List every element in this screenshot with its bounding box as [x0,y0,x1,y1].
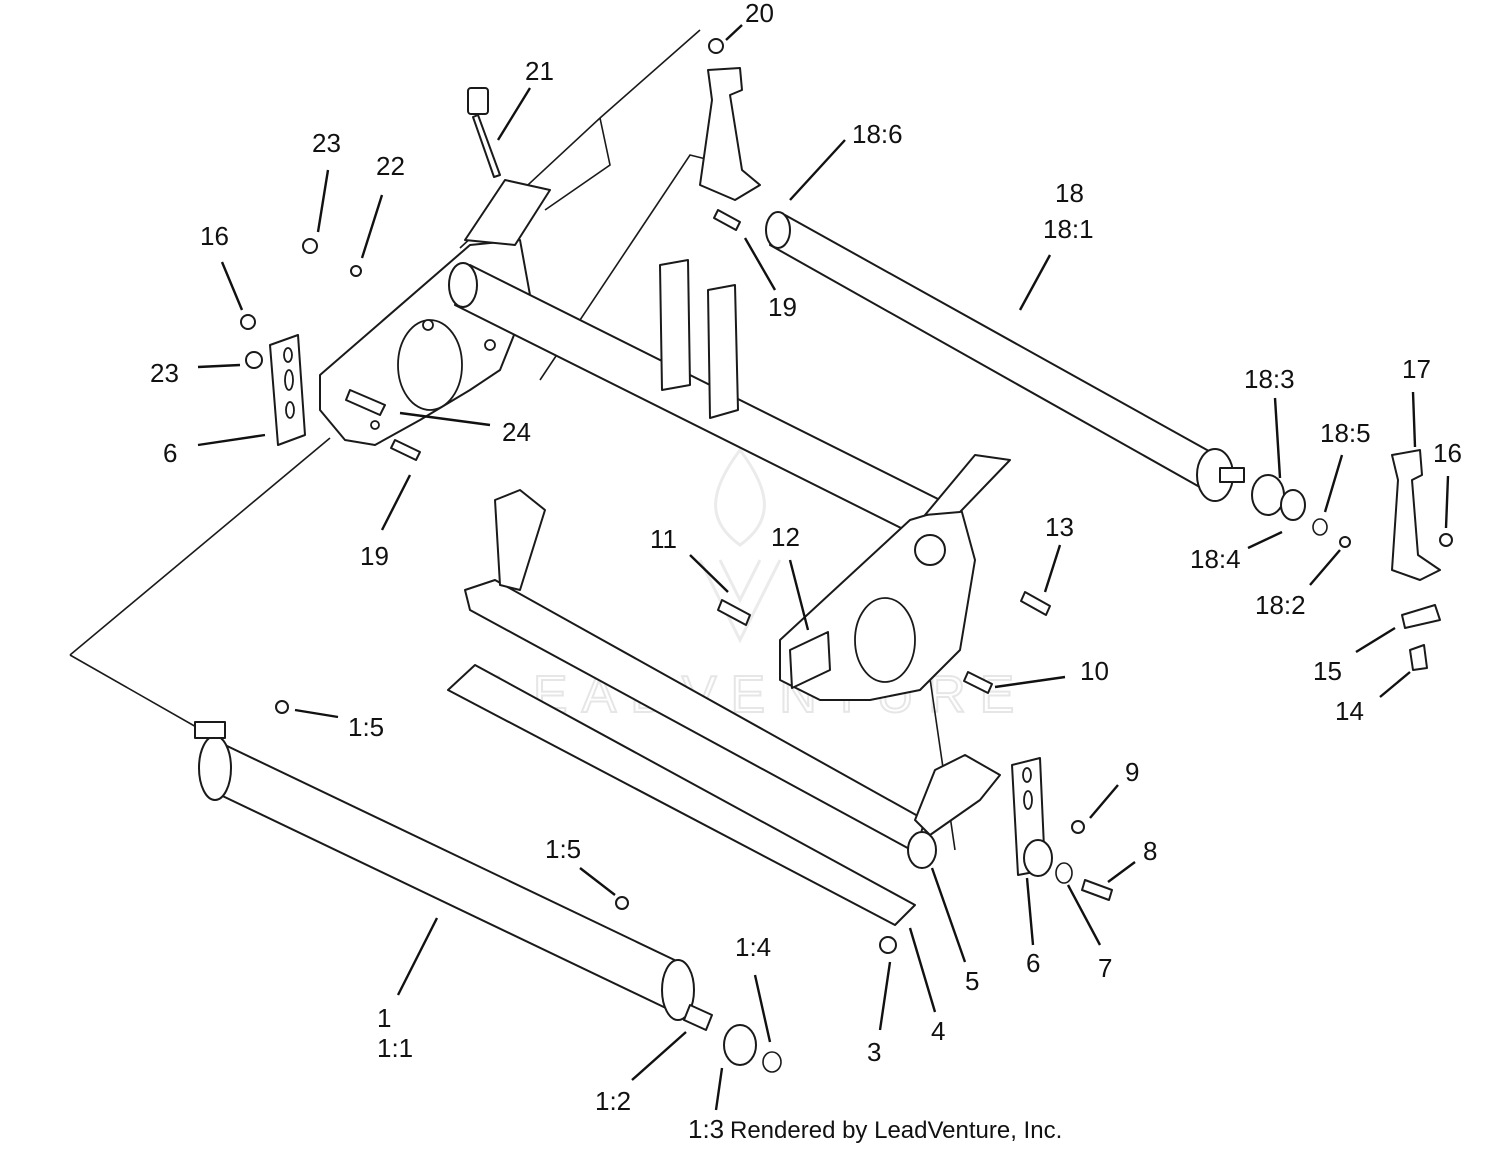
callout-6-left: 6 [163,438,177,468]
callout-16-left: 16 [200,221,229,251]
front-roller [765,211,1351,548]
callout-1-3: 1:3 [688,1114,724,1144]
callout-12: 12 [771,522,800,552]
roller-height-brackets [699,38,1453,671]
right-height-bracket [1011,757,1073,884]
callout-6-right: 6 [1026,948,1040,978]
callout-9: 9 [1125,757,1139,787]
callout-leaders [197,24,1450,1111]
callout-3: 3 [867,1037,881,1067]
callout-19-bottom: 19 [360,541,389,571]
render-credit: Rendered by LeadVenture, Inc. [730,1117,1062,1144]
callout-1-5-top: 1:5 [348,712,384,742]
reel [194,700,782,1073]
callout-1-1: 1:1 [377,1033,413,1063]
callout-1: 1 [377,1003,391,1033]
callout-18-6: 18:6 [852,119,903,149]
callout-18: 18 [1055,178,1084,208]
hardware-fasteners [345,87,1113,954]
callout-labels: 20 21 18:6 18 18:1 23 22 16 19 23 24 6 1… [150,0,1462,1144]
callout-4: 4 [931,1016,945,1046]
callout-20: 20 [745,0,774,28]
callout-19-top: 19 [768,292,797,322]
callout-1-4: 1:4 [735,932,771,962]
right-side-plate [779,454,1011,701]
callout-15: 15 [1313,656,1342,686]
callout-1-2: 1:2 [595,1086,631,1116]
bedbar-pivot [907,754,1001,869]
callout-14: 14 [1335,696,1364,726]
callout-18-2: 18:2 [1255,590,1306,620]
callout-5: 5 [965,966,979,996]
callout-1-5-bottom: 1:5 [545,834,581,864]
callout-18-3: 18:3 [1244,364,1295,394]
callout-22: 22 [376,151,405,181]
callout-23-left: 23 [150,358,179,388]
watermark-logo-icon [698,447,782,644]
callout-11: 11 [650,524,677,554]
callout-18-4: 18:4 [1190,544,1241,574]
callout-21: 21 [525,56,554,86]
center-mounting-lugs [659,259,739,419]
callout-16-right: 16 [1433,438,1462,468]
callout-23-top: 23 [312,128,341,158]
callout-8: 8 [1143,836,1157,866]
left-height-bracket [240,238,362,446]
callout-18-5: 18:5 [1320,418,1371,448]
callout-18-1: 18:1 [1043,214,1094,244]
callout-7: 7 [1098,953,1112,983]
callout-17: 17 [1402,354,1431,384]
bedknife [447,664,916,926]
watermark-text: LEADVENTURE [490,666,1028,724]
callout-10: 10 [1080,656,1109,686]
callout-13: 13 [1045,512,1074,542]
callout-24: 24 [502,417,531,447]
